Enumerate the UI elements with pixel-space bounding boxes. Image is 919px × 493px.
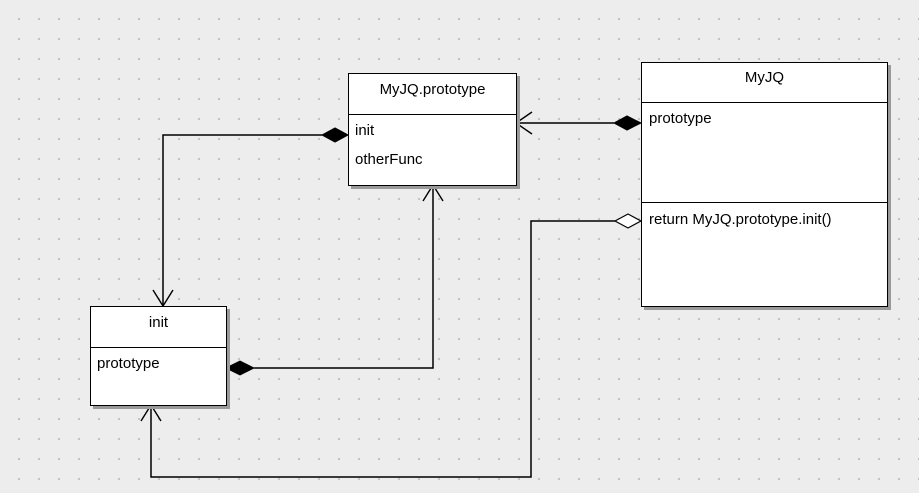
class-myjq-prototype[interactable]: MyJQ.prototype init otherFunc <box>348 73 517 186</box>
class-title: init <box>148 314 169 331</box>
aggregation-diamond-myjq-return <box>613 213 643 229</box>
attribute-prototype: prototype <box>649 110 712 127</box>
compartment-divider <box>349 114 516 115</box>
compartment-divider <box>642 102 887 103</box>
compartment-divider <box>91 347 226 348</box>
class-title: MyJQ.prototype <box>379 81 486 98</box>
class-title: MyJQ <box>744 69 785 86</box>
composition-diamond-myjq <box>612 115 643 131</box>
compartment-divider <box>642 202 887 203</box>
field-init: init <box>355 122 375 139</box>
composition-diamond-init-prototype <box>224 360 256 376</box>
edge-prototype-init-to-init-class[interactable] <box>162 134 322 306</box>
edge-init-prototype-to-myjq-prototype[interactable] <box>254 185 434 369</box>
field-otherfunc: otherFunc <box>355 151 423 168</box>
composition-diamond-prototype-init <box>320 127 350 143</box>
field-prototype: prototype <box>97 355 160 372</box>
edge-myjq-return-to-init[interactable] <box>150 220 615 478</box>
operation-return-init: return MyJQ.prototype.init() <box>649 211 832 228</box>
class-init[interactable]: init prototype <box>90 306 227 406</box>
class-myjq[interactable]: MyJQ prototype return MyJQ.prototype.ini… <box>641 62 888 307</box>
